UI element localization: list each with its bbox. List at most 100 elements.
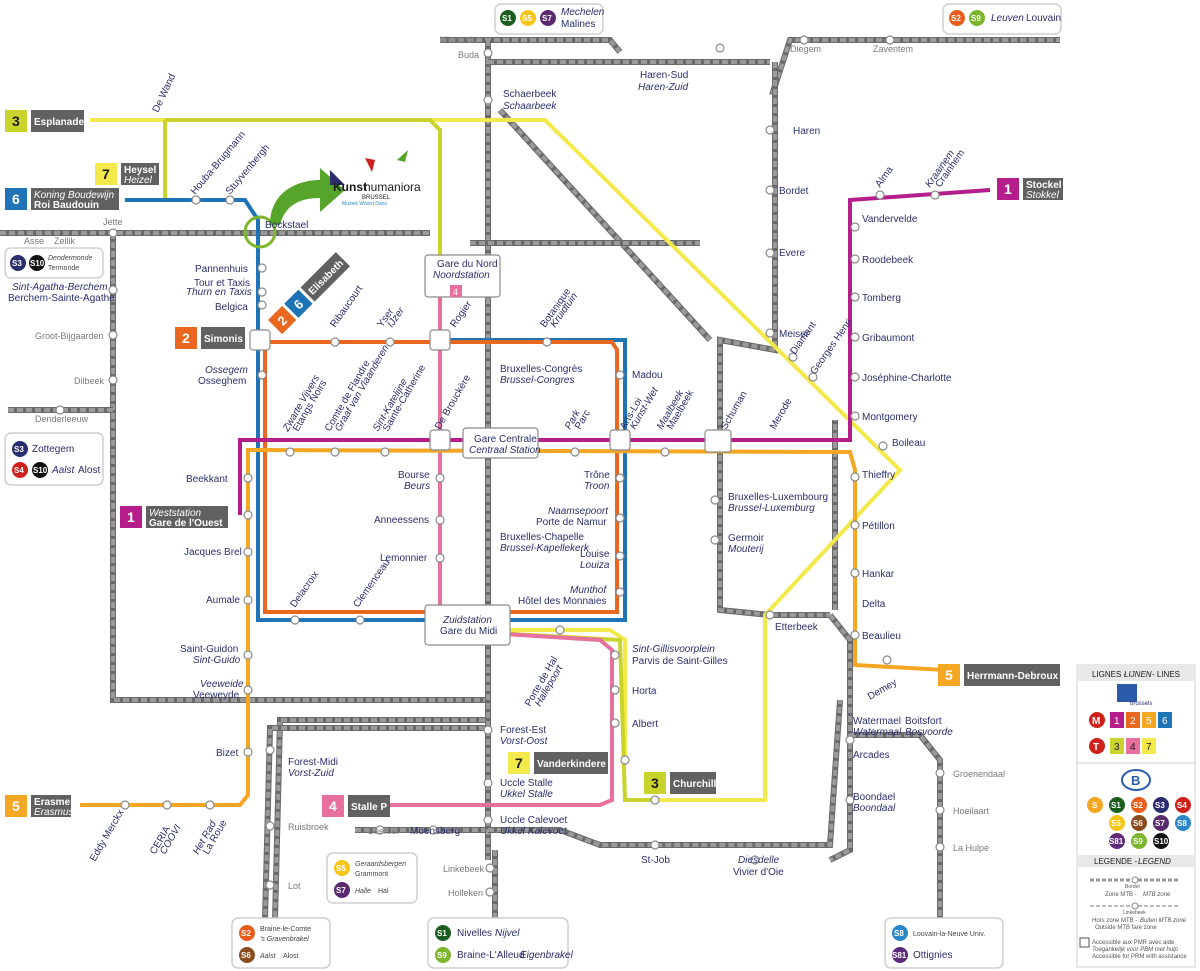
heysel-box[interactable] [121, 163, 159, 185]
station-merode[interactable]: Merode [768, 396, 795, 431]
station-bockstael[interactable]: Bockstael [265, 220, 308, 231]
station-st-job[interactable]: St-Job [641, 855, 670, 866]
station-horta[interactable]: Horta [632, 686, 657, 697]
line-4-badge-north[interactable] [450, 285, 462, 297]
station-asse[interactable]: Asse [24, 236, 44, 246]
station-ukkel-kalevoet[interactable]: Ukkel Kalevoet [500, 826, 568, 837]
herrmann-debroux-box[interactable] [964, 664, 1060, 686]
station-zellik[interactable]: Zellik [54, 236, 76, 246]
station-haren-zuid[interactable]: Haren-Zuid [638, 82, 688, 93]
station-diegem[interactable]: Diegem [790, 44, 821, 54]
station-haren[interactable]: Haren [793, 126, 820, 137]
station-berchem[interactable]: Berchem-Sainte-Agathe [8, 293, 115, 304]
station-zuidstation[interactable]: Zuidstation [442, 615, 492, 626]
station-buda[interactable]: Buda [458, 50, 479, 60]
simonis-box[interactable] [201, 327, 245, 349]
station-vivier-oie[interactable]: Vivier d'Oie [733, 867, 784, 878]
station-mouterij[interactable]: Mouterij [728, 544, 764, 555]
station-germoir[interactable]: Germoir [728, 533, 765, 544]
station-linkebeek[interactable]: Linkebeek [443, 864, 485, 874]
station-lemonnier[interactable]: Lemonnier [380, 553, 428, 564]
station-delta[interactable]: Delta [862, 599, 886, 610]
line-7-badge-north[interactable] [95, 163, 117, 185]
station-beekkant[interactable]: Beekkant [186, 474, 228, 485]
station-dewand[interactable]: De Wand [151, 72, 178, 114]
station-groenendaal[interactable]: Groenendaal [953, 769, 1005, 779]
station-clemenceau[interactable]: Clemenceau [351, 557, 392, 609]
station-boondael[interactable]: Boondael [853, 792, 895, 803]
station-osseghem[interactable]: Osseghem [198, 376, 246, 387]
station-jacques-brel[interactable]: Jacques Brel [184, 547, 242, 558]
station-vilvoorde[interactable]: Vilvoorde [440, 35, 477, 45]
station-parvis-saint-gilles[interactable]: Parvis de Saint-Gilles [632, 656, 728, 667]
station-thieffry[interactable]: Thieffry [862, 470, 895, 481]
station-bxl-chapelle[interactable]: Bruxelles-Chapelle [500, 532, 584, 543]
station-zaventem[interactable]: Zaventem [873, 44, 913, 54]
station-sint-gillis[interactable]: Sint-Gillisvoorplein [632, 644, 715, 655]
station-jette[interactable]: Jette [103, 217, 123, 227]
station-vorst-oost[interactable]: Vorst-Oost [500, 736, 549, 747]
station-ruisbroek[interactable]: Ruisbroek [288, 822, 329, 832]
station-tour-taxis[interactable]: Tour et Taxis [194, 278, 250, 289]
station-hotel-monnaies[interactable]: Hôtel des Monnaies [518, 596, 606, 607]
station-schaarbeek[interactable]: Schaarbeek [503, 101, 557, 112]
station-forest-midi[interactable]: Forest-Midi [288, 757, 338, 768]
station-noordstation[interactable]: Noordstation [433, 270, 490, 281]
station-evere[interactable]: Evere [779, 248, 806, 259]
esplanade-box[interactable] [31, 110, 84, 132]
line-5-badge-east[interactable] [938, 664, 960, 686]
station-groot-bijgaarden[interactable]: Groot-Bijgaarden [35, 331, 104, 341]
station-gare-centrale[interactable]: Gare Centrale [474, 434, 537, 445]
station-munthof[interactable]: Munthof [570, 585, 607, 596]
station-madou[interactable]: Madou [632, 370, 663, 381]
nivelles-callout[interactable] [427, 917, 569, 969]
line-1-badge-east[interactable] [997, 178, 1019, 200]
station-bizet[interactable]: Bizet [216, 748, 238, 759]
station-alma[interactable]: Alma [873, 164, 895, 189]
stalle-box[interactable] [348, 795, 390, 817]
line-5-badge-west[interactable] [5, 795, 27, 817]
station-montgomery[interactable]: Montgomery [862, 412, 918, 423]
line-2-badge-simonis[interactable] [175, 327, 197, 349]
station-boitsfort[interactable]: Boitsfort [905, 716, 942, 727]
station-albert[interactable]: Albert [632, 719, 658, 730]
station-gare-nord[interactable]: Gare du Nord [437, 259, 498, 270]
station-uccle-stalle[interactable]: Uccle Stalle [500, 778, 553, 789]
station-bxl-lux[interactable]: Bruxelles-Luxembourg [728, 492, 828, 503]
weststation-box[interactable] [146, 506, 228, 528]
line-1-badge-west[interactable] [120, 506, 142, 528]
station-rogier[interactable]: Rogier [448, 299, 474, 330]
station-brussel-kapellekerk[interactable]: Brussel-Kapellekerk [500, 543, 590, 554]
elisabeth-box[interactable] [300, 252, 351, 302]
station-louiza[interactable]: Louiza [580, 560, 610, 571]
station-haren-sud[interactable]: Haren-Sud [640, 70, 688, 81]
braine-comte-callout[interactable] [231, 917, 331, 969]
station-beaulieu[interactable]: Beaulieu [862, 631, 901, 642]
station-centraal-station[interactable]: Centraal Station [469, 445, 541, 456]
station-thurn-taxis[interactable]: Thurn en Taxis [186, 287, 252, 298]
lln-callout[interactable] [884, 917, 1004, 969]
station-aumale[interactable]: Aumale [206, 595, 240, 606]
station-gare-midi[interactable]: Gare du Midi [440, 626, 497, 637]
station-tomberg[interactable]: Tomberg [862, 293, 901, 304]
station-gribaumont[interactable]: Gribaumont [862, 333, 914, 344]
station-naamsepoort[interactable]: Naamsepoort [548, 506, 609, 517]
station-vorst-zuid[interactable]: Vorst-Zuid [288, 768, 334, 779]
station-bordet[interactable]: Bordet [779, 186, 809, 197]
station-belgica[interactable]: Belgica [215, 302, 248, 313]
station-hankar[interactable]: Hankar [862, 569, 895, 580]
station-boondaal[interactable]: Boondaal [853, 803, 896, 814]
station-watermaal[interactable]: Watermaal [853, 727, 902, 738]
vanderkindere-box[interactable] [534, 752, 608, 774]
station-uccle-calevoet[interactable]: Uccle Calevoet [500, 815, 567, 826]
station-lot[interactable]: Lot [288, 881, 301, 891]
station-sint-guido[interactable]: Sint-Guido [193, 655, 241, 666]
station-roodebeek[interactable]: Roodebeek [862, 255, 914, 266]
station-brussel-lux[interactable]: Brussel-Luxemburg [728, 503, 815, 514]
station-la-hulpe[interactable]: La Hulpe [953, 843, 989, 853]
dendermonde-callout[interactable] [4, 247, 104, 279]
line-3-badge-south[interactable] [644, 772, 666, 794]
line-2-badge-elisabeth[interactable] [268, 305, 297, 335]
station-delacroix[interactable]: Delacroix [288, 569, 321, 609]
station-boileau[interactable]: Boileau [892, 438, 925, 449]
